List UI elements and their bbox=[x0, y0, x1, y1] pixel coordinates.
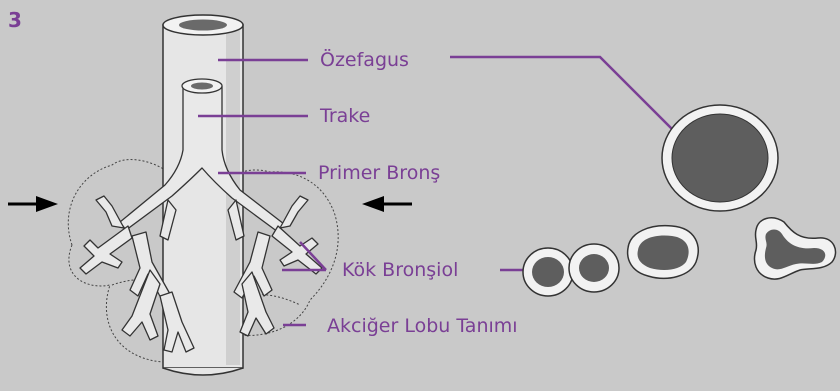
label-esophagus: Özefagus bbox=[320, 48, 409, 71]
label-stem-bronchiole: Kök Bronşiol bbox=[342, 259, 458, 281]
esophagus-cross-section bbox=[662, 105, 778, 211]
bronchus-cross-section bbox=[628, 226, 699, 279]
label-lung-lobe: Akciğer Lobu Tanımı bbox=[327, 315, 518, 337]
step-number: 3 bbox=[8, 8, 22, 32]
label-trachea: Trake bbox=[319, 105, 370, 127]
label-primary-bronchus: Primer Bronş bbox=[318, 162, 440, 184]
